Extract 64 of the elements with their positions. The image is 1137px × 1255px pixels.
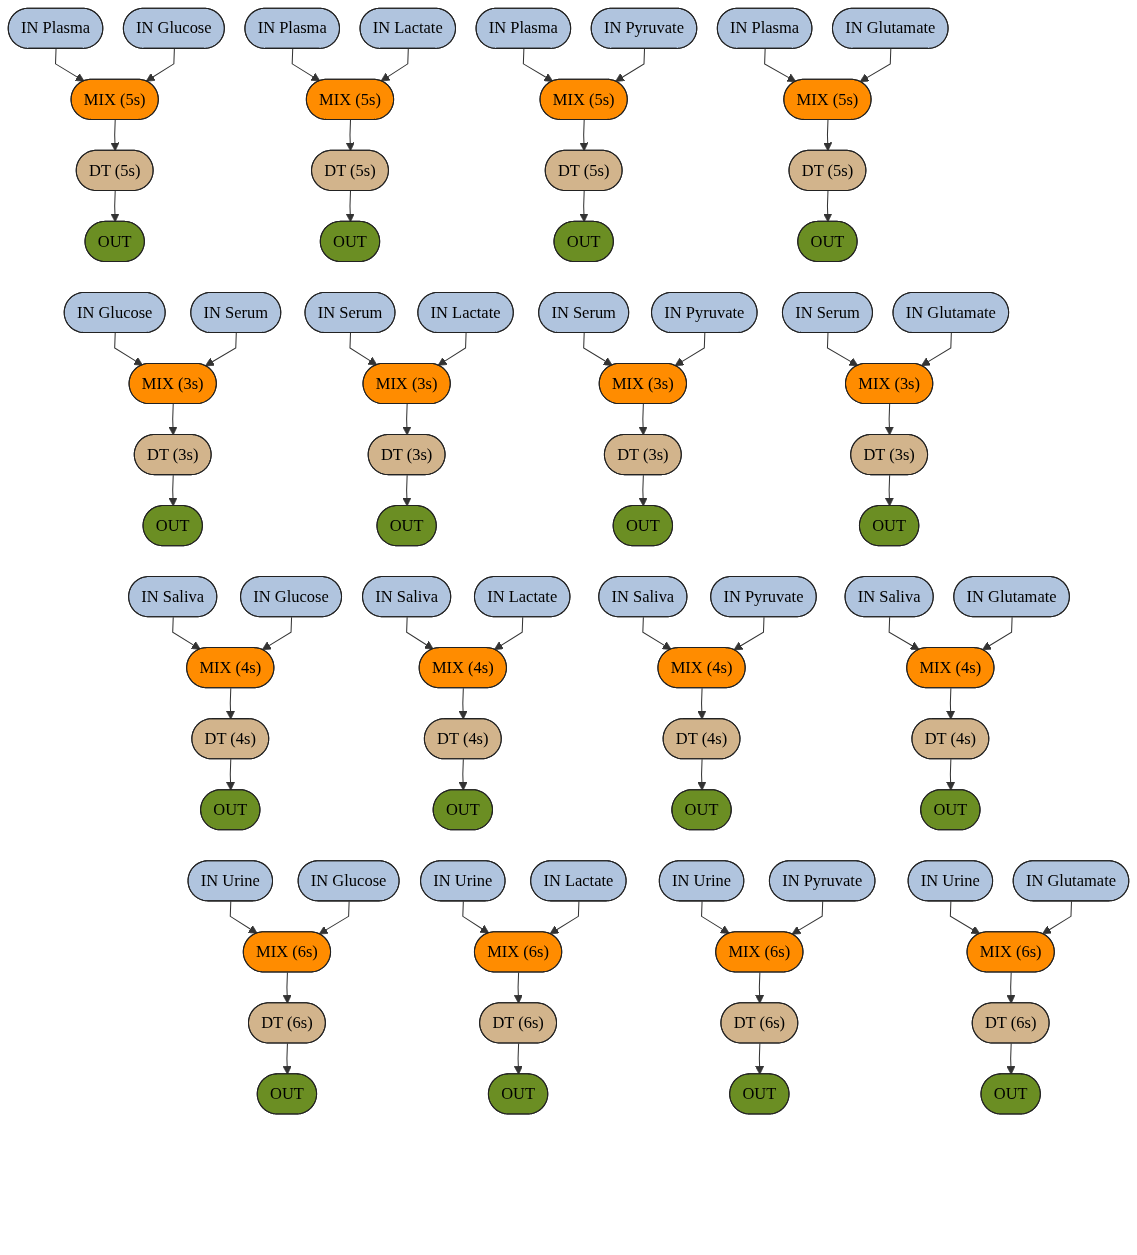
arrow xyxy=(579,119,589,152)
arrow xyxy=(168,474,178,507)
arrow xyxy=(229,900,258,934)
arrow xyxy=(282,1042,292,1075)
arrow xyxy=(345,119,355,152)
arrow xyxy=(949,900,981,935)
arrow xyxy=(406,616,434,650)
arrow xyxy=(168,403,178,436)
arrow xyxy=(642,616,672,650)
arrow xyxy=(888,616,920,651)
arrow xyxy=(701,900,730,934)
arrow xyxy=(697,687,707,720)
arrow xyxy=(402,403,412,436)
arrow xyxy=(583,332,613,366)
arrow xyxy=(615,48,645,82)
arrow xyxy=(859,48,892,83)
arrow xyxy=(823,119,833,152)
arrow xyxy=(513,1042,523,1075)
arrow xyxy=(697,758,707,791)
arrow xyxy=(282,971,292,1004)
arrow xyxy=(110,119,120,152)
arrow xyxy=(579,190,589,223)
arrow xyxy=(349,332,378,366)
arrow xyxy=(226,758,236,791)
arrow xyxy=(494,616,524,650)
arrow xyxy=(921,332,952,367)
arrow xyxy=(462,900,490,934)
arrow xyxy=(226,687,236,720)
arrow xyxy=(318,900,350,935)
arrow xyxy=(145,48,175,82)
arrow xyxy=(114,332,143,366)
arrow xyxy=(946,687,956,720)
arrow xyxy=(982,616,1013,651)
arrow xyxy=(638,403,648,436)
arrow xyxy=(638,474,648,507)
arrow xyxy=(172,616,201,650)
arrow xyxy=(1006,1042,1016,1075)
arrow xyxy=(946,758,956,791)
arrow xyxy=(110,190,120,223)
arrow xyxy=(884,474,894,507)
arrow xyxy=(1006,971,1016,1004)
arrow xyxy=(291,48,321,82)
arrow xyxy=(345,190,355,223)
arrow xyxy=(55,48,85,82)
arrow xyxy=(674,332,706,367)
arrow xyxy=(513,971,523,1004)
arrow xyxy=(261,616,293,651)
arrow xyxy=(755,1042,765,1075)
arrow xyxy=(458,758,468,791)
arrow xyxy=(380,48,409,82)
arrow xyxy=(458,687,468,720)
arrow xyxy=(549,900,580,935)
arrow xyxy=(205,332,237,367)
arrow xyxy=(823,190,833,223)
arrow xyxy=(791,900,824,935)
arrow xyxy=(826,332,859,367)
arrow xyxy=(522,48,554,82)
arrow xyxy=(402,474,412,507)
arrow xyxy=(884,403,894,436)
arrow xyxy=(764,48,797,83)
arrow xyxy=(1042,900,1072,935)
arrow xyxy=(755,971,765,1004)
arrow xyxy=(437,332,467,366)
arrow xyxy=(733,616,765,651)
